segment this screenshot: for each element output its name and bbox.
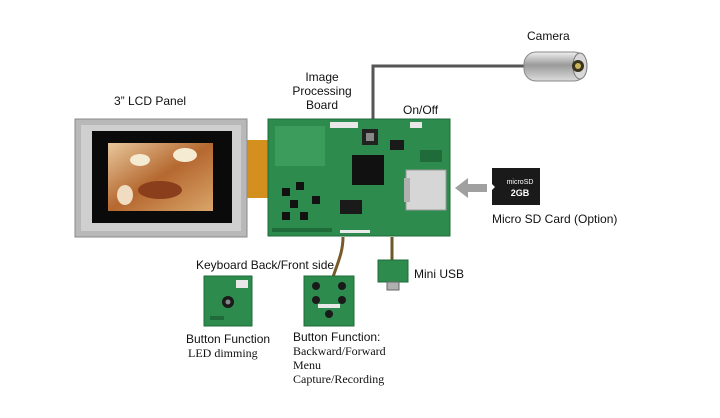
camera xyxy=(523,51,588,82)
button-function-right-title: Button Function: xyxy=(293,330,381,344)
button-function-left-line: LED dimming xyxy=(188,346,258,360)
keyboard-board-right xyxy=(303,275,355,327)
lcd-flex-cable xyxy=(246,140,270,198)
camera-cable xyxy=(371,64,526,122)
mini-usb-board xyxy=(377,259,409,291)
image-processing-board xyxy=(267,118,451,237)
button-function-left-title: Button Function xyxy=(186,332,271,346)
keyboard-side-label: Keyboard Back/Front side xyxy=(196,258,335,272)
camera-label: Camera xyxy=(527,29,570,43)
mini-usb-label: Mini USB xyxy=(414,267,465,281)
sd-insert-arrow xyxy=(455,178,487,198)
micro-sd-card: microSD 2GB xyxy=(492,168,540,205)
keyboard-board-left xyxy=(203,275,253,327)
board-label-line-2: Processing xyxy=(292,84,352,98)
button-function-right-line-1: Backward/Forward xyxy=(293,344,386,358)
lcd-panel-label: 3” LCD Panel xyxy=(114,94,187,108)
sd-card-marking: microSD xyxy=(507,179,534,186)
on-off-label: On/Off xyxy=(403,103,439,117)
board-label-line-1: Image xyxy=(305,70,339,84)
micro-sd-label: Micro SD Card (Option) xyxy=(492,212,618,226)
lcd-panel xyxy=(74,118,248,238)
image-processing-board-label: Image Processing Board xyxy=(290,70,354,112)
button-function-right-line-2: Menu xyxy=(293,358,321,372)
sd-card-capacity: 2GB xyxy=(511,188,530,198)
board-label-line-3: Board xyxy=(305,98,339,112)
button-function-right-line-3: Capture/Recording xyxy=(293,372,385,386)
